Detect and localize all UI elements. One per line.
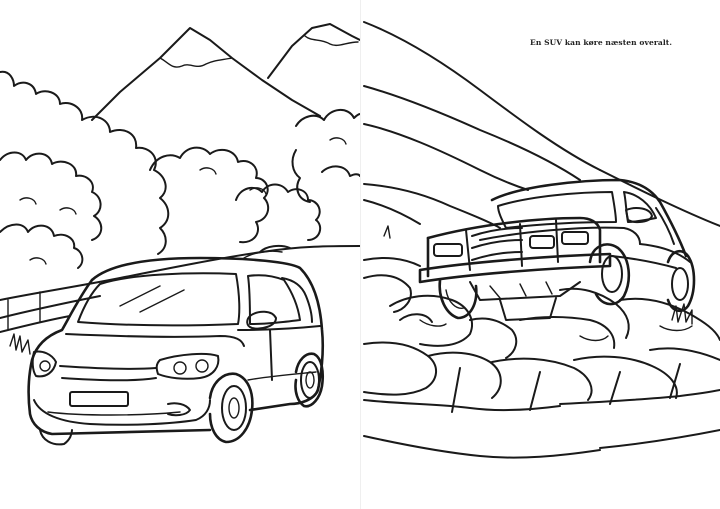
left-page-illustration: [0, 23, 360, 446]
grass: [383, 225, 693, 325]
bushes-right: [149, 109, 360, 244]
right-page-illustration: [360, 0, 720, 509]
road: [0, 244, 360, 355]
mountains: [91, 23, 360, 121]
mountain-slopes: [363, 21, 720, 267]
suv: [418, 178, 696, 321]
page-caption: En SUV kan køre næsten overalt.: [530, 38, 673, 47]
minivan: [27, 256, 325, 446]
bushes-left: [0, 70, 170, 269]
rocks: [363, 274, 720, 459]
